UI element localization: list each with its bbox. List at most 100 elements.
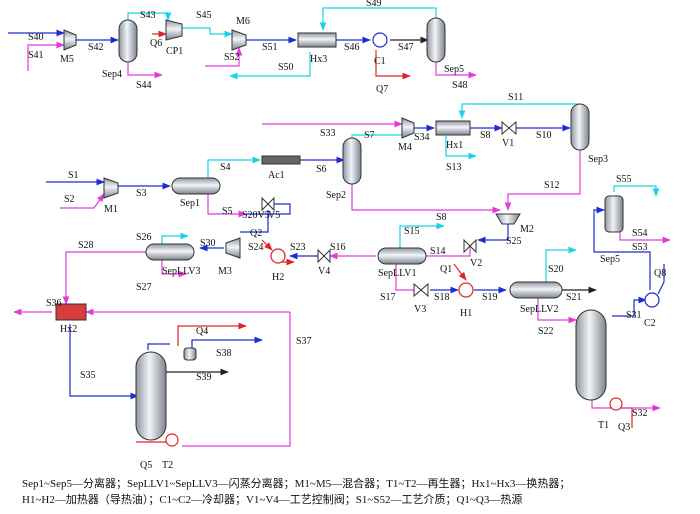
exchanger-Hx1 [435,120,471,136]
label-C2: C2 [644,318,656,329]
label-S51: S51 [262,42,278,53]
label-S28: S28 [78,240,94,251]
label-S42: S42 [88,42,104,53]
stream-S49 [319,7,437,31]
label-V2: V2 [470,258,482,269]
label-S17: S17 [380,292,396,303]
label-S13: S13 [446,162,462,173]
label-S34: S34 [414,132,430,143]
label-Q8: Q8 [654,268,666,279]
label-S52: S52 [224,52,240,63]
aircooler-Ac1 [261,155,301,165]
column-1 [135,351,167,441]
label-V1: V1 [502,138,514,149]
label-Sep5b: Sep5 [600,254,620,265]
valve-V5 [261,196,275,212]
separator-Sep4 [118,19,138,63]
label-Q5: Q5 [140,460,152,471]
label-S6: S6 [316,164,327,175]
label-S8b: S8 [436,212,447,223]
label-S4: S4 [220,162,231,173]
separator-Sep1 [171,177,221,195]
label-S24: S24 [248,242,264,253]
label-Q7: Q7 [376,84,388,95]
label-V4: V4 [318,266,330,277]
label-S49: S49 [366,0,382,9]
label-M3: M3 [218,266,232,277]
stream-S14 [426,246,471,257]
label-S1: S1 [68,170,79,181]
separator-Sep2 [342,137,362,185]
label-S16: S16 [330,242,346,253]
stream-S54 [619,232,671,244]
stream-S20 [545,246,577,282]
exchanger-Hx2 [55,303,87,321]
stream-S22 [537,298,577,324]
mixer-M4 [401,117,415,139]
valve-V1 [501,120,517,136]
stream-S35 [69,324,139,400]
flash-SepLLV2 [509,281,563,299]
label-Q4: Q4 [196,326,208,337]
label-H1: H1 [460,308,472,319]
label-S30: S30 [200,238,216,249]
label-Q3: Q3 [618,422,630,433]
exchanger-Hx3 [297,32,337,48]
legend-line-2: H1~H2—加热器（导热油）；C1~C2—冷却器；V1~V4—工艺控制阀；S1~… [22,494,523,506]
label-CP1: CP1 [166,46,183,57]
heat-Q8 [657,264,665,295]
stream-S55 [613,185,660,197]
label-S23: S23 [290,242,306,253]
stream-S4 [207,156,261,178]
label-Q6: Q6 [150,38,162,49]
mixer-M3 [225,237,241,259]
label-S44: S44 [136,80,152,91]
stream-S48 [435,60,477,79]
separator-top-right [426,17,446,63]
separator-Sep3 [570,103,590,151]
stream-S2 [60,193,105,209]
stream-S53 [593,206,651,290]
label-S25: S25 [506,236,522,247]
label-S38: S38 [216,348,232,359]
heater-H1 [458,282,474,298]
stream-S12 [504,148,581,211]
label-S45: S45 [196,10,212,21]
valve-V2 [463,238,477,254]
label-SepLLV1: SepLLV1 [378,268,417,279]
label-T1: T1 [598,420,609,431]
label-S41: S41 [28,50,44,61]
label-Q1: Q1 [440,264,452,275]
label-S33: S33 [320,128,336,139]
heater-H2 [270,248,286,264]
label-S36: S36 [46,298,62,309]
label-M4: M4 [398,142,412,153]
label-S50: S50 [278,62,294,73]
label-SepLLV3: SepLLV3 [162,266,201,277]
regenerator-T2 [165,433,179,447]
label-S48: S48 [452,80,468,91]
stream-col1-reflux [147,343,170,350]
label-S31: S31 [626,310,642,321]
separator-Sep5 [604,195,624,233]
label-S26: S26 [136,232,152,243]
label-S15: S15 [404,226,420,237]
label-S2: S2 [64,194,75,205]
label-S37: S37 [296,336,312,347]
label-S32: S32 [632,408,648,419]
label-Sep4: Sep4 [102,69,122,80]
stream-S50 [229,52,311,80]
valve-V4 [317,248,331,264]
stream-S5 [207,194,247,218]
label-S55: S55 [616,174,632,185]
label-S11: S11 [508,92,523,103]
stream-S13 [445,136,477,160]
label-S40: S40 [28,32,44,43]
label-Sep2: Sep2 [326,190,346,201]
heat-Q4 [177,322,247,346]
heat-Q2 [261,239,273,251]
flash-SepLLV3 [145,243,195,261]
regenerator-T1 [609,397,623,411]
flash-SepLLV1 [377,247,427,265]
